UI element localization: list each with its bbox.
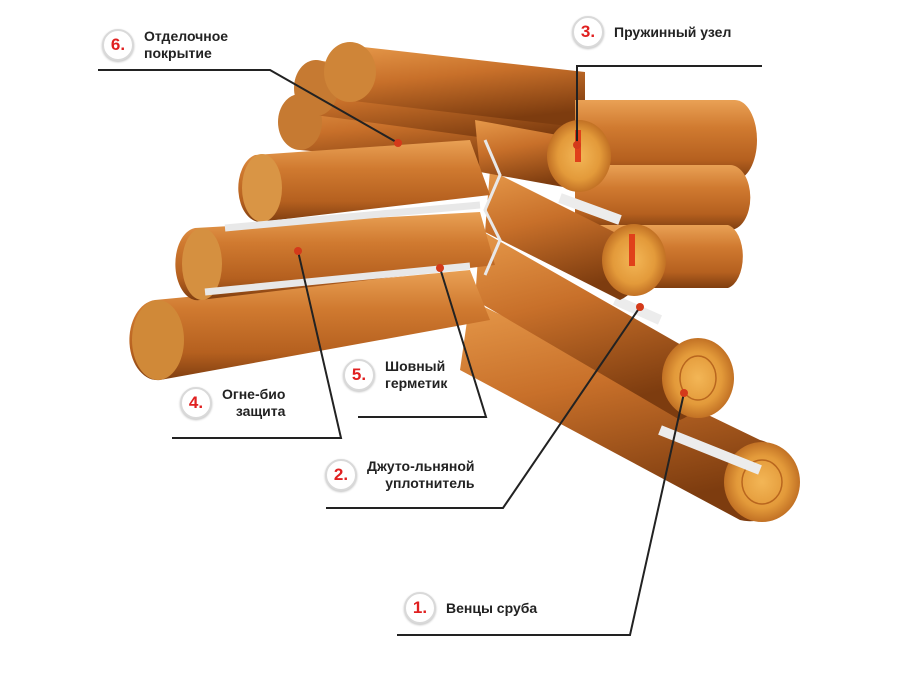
front-left-logs — [129, 139, 502, 381]
callout-4-fire-bio-protection: 4. Огне-био защита — [180, 386, 285, 420]
leader-line-2 — [326, 306, 641, 509]
callout-5-seam-sealant: 5. Шовный герметик — [343, 358, 447, 392]
front-diagonal-logs — [460, 120, 800, 522]
leader-line-1 — [397, 392, 685, 636]
callout-label: Венцы сруба — [446, 599, 538, 616]
callout-2-jute-flax-sealant: 2. Джуто-льняной уплотнитель — [325, 458, 474, 492]
callout-label: Огне-био защита — [222, 386, 286, 419]
callout-number: 4. — [180, 387, 212, 419]
callout-number: 3. — [572, 16, 604, 48]
leader-line-4 — [172, 250, 343, 439]
callout-3-spring-node: 3. Пружинный узел — [572, 16, 731, 48]
leader-line-6 — [98, 69, 399, 144]
leader-line-3 — [576, 65, 762, 145]
callout-label: Пружинный узел — [614, 23, 732, 40]
callout-label: Шовный герметик — [385, 358, 448, 391]
callout-number: 6. — [102, 29, 134, 61]
callout-number: 5. — [343, 359, 375, 391]
callout-6-finish-coating: 6. Отделочное покрытие — [102, 28, 228, 62]
callout-1-log-rows: 1. Венцы сруба — [404, 592, 537, 624]
leader-line-5 — [358, 267, 488, 418]
callout-label: Отделочное покрытие — [144, 28, 229, 61]
callout-label: Джуто-льняной уплотнитель — [367, 458, 475, 491]
leader-lines — [98, 65, 762, 636]
callout-number: 1. — [404, 592, 436, 624]
callout-number: 2. — [325, 459, 357, 491]
